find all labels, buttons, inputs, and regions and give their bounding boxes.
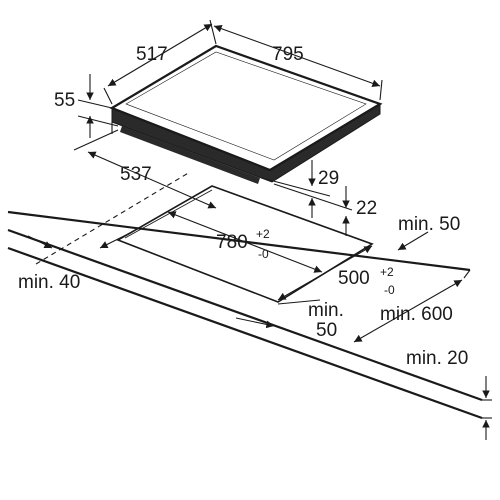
ext-517-a	[103, 87, 113, 105]
label-500-tol-minus: -0	[384, 283, 395, 297]
worktop-front-top-edge	[7, 228, 483, 402]
label-50-back: 50	[316, 320, 337, 341]
label-500: 500	[338, 268, 370, 289]
label-537: 537	[120, 164, 152, 185]
ext-55-bottom	[77, 115, 119, 127]
dim-line-500	[277, 245, 373, 301]
dim-line-min50-right	[397, 231, 429, 251]
ext-55-top	[77, 99, 113, 109]
dim-line-min600	[353, 279, 463, 343]
label-29: 29	[318, 168, 339, 189]
label-795: 795	[272, 44, 304, 65]
label-min600: min. 600	[380, 304, 453, 325]
ext-29-a	[261, 177, 331, 197]
dimension-lines	[27, 19, 492, 440]
dim-line-517	[107, 23, 213, 87]
dim-line-min40-a	[27, 235, 53, 249]
ext-795-b	[379, 79, 383, 101]
dimension-labels: 517 795 55 537 29 22 min. 50 min. 40 780…	[18, 44, 468, 369]
dim-line-795	[213, 24, 381, 88]
ext-min600	[463, 269, 471, 279]
ext-517-b	[209, 19, 217, 45]
ext-537-front	[73, 129, 119, 151]
label-min20: min. 20	[406, 348, 468, 369]
label-22: 22	[356, 198, 377, 219]
label-min-back: min.	[308, 300, 344, 321]
cutout-inner-edge	[124, 189, 213, 239]
label-55: 55	[54, 90, 75, 111]
ext-22	[273, 183, 353, 211]
label-780-tol-minus: -0	[258, 247, 269, 261]
ext-min50-back	[277, 299, 321, 305]
hob	[109, 44, 383, 184]
label-780-tol-plus: +2	[256, 227, 270, 241]
dim-line-min50-back	[235, 317, 275, 329]
dim-line-min40-b	[99, 231, 133, 249]
label-500-tol-plus: +2	[380, 265, 394, 279]
label-min40: min. 40	[18, 272, 80, 293]
label-780: 780	[216, 232, 248, 253]
worktop-front-bottom-edge	[7, 246, 483, 420]
label-min50-right: min. 50	[398, 214, 460, 235]
dashed-ref-line	[35, 171, 191, 265]
dim-line-537	[87, 151, 217, 209]
label-517: 517	[136, 44, 168, 65]
